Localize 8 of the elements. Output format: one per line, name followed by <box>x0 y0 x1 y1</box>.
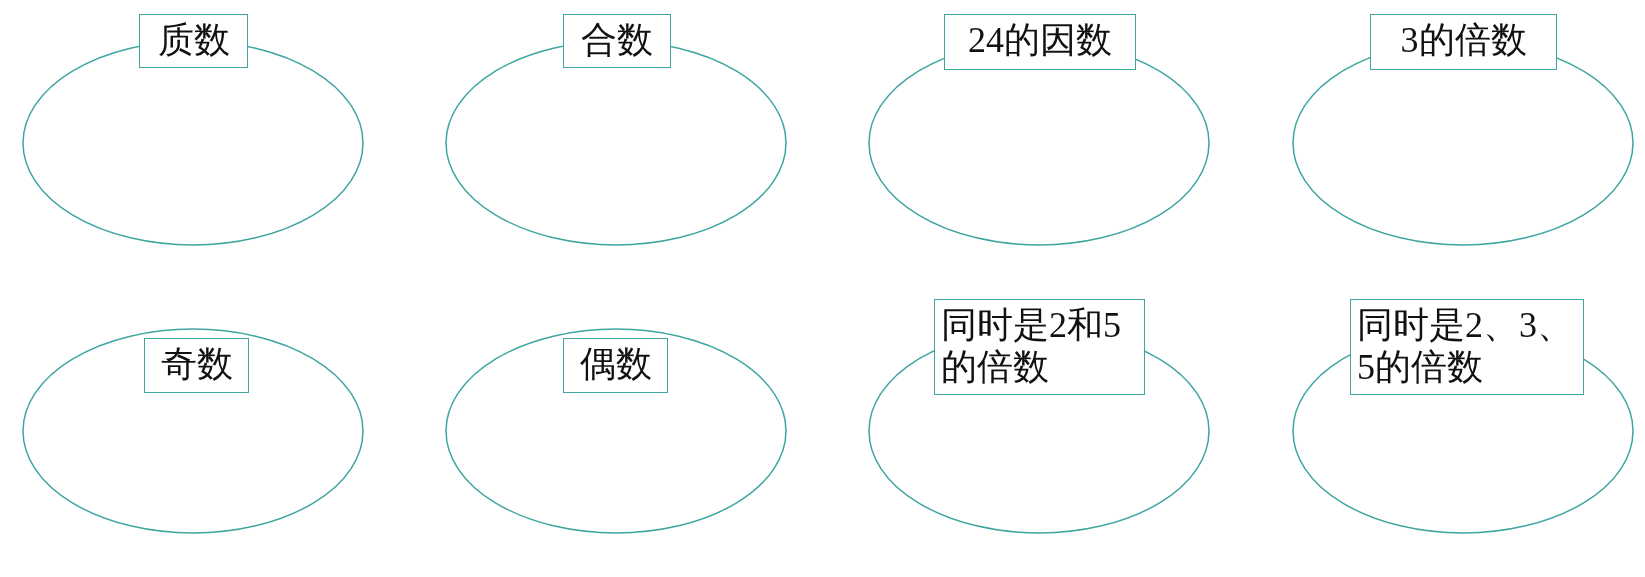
set-label: 偶数 <box>563 338 668 393</box>
set-label: 24的因数 <box>944 14 1136 70</box>
set-label: 质数 <box>139 14 248 68</box>
set-label: 同时是2、3、5的倍数 <box>1350 299 1584 395</box>
set-label: 3的倍数 <box>1370 14 1557 70</box>
set-label: 奇数 <box>144 338 249 393</box>
set-label: 同时是2和5的倍数 <box>934 299 1145 395</box>
set-label: 合数 <box>563 14 671 68</box>
